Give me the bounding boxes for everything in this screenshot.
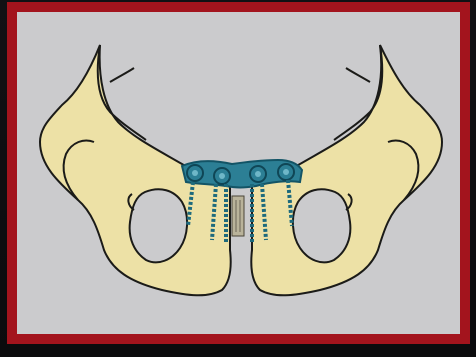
pubic-symphysis <box>232 196 244 236</box>
left-obturator-foramen <box>130 189 187 262</box>
image-frame <box>7 2 470 344</box>
pelvis-diagram <box>7 2 470 344</box>
right-obturator-foramen <box>293 189 350 262</box>
right-crest-tip <box>346 68 370 82</box>
symphysis-gap <box>232 196 244 236</box>
left-crest-tip <box>110 68 134 82</box>
